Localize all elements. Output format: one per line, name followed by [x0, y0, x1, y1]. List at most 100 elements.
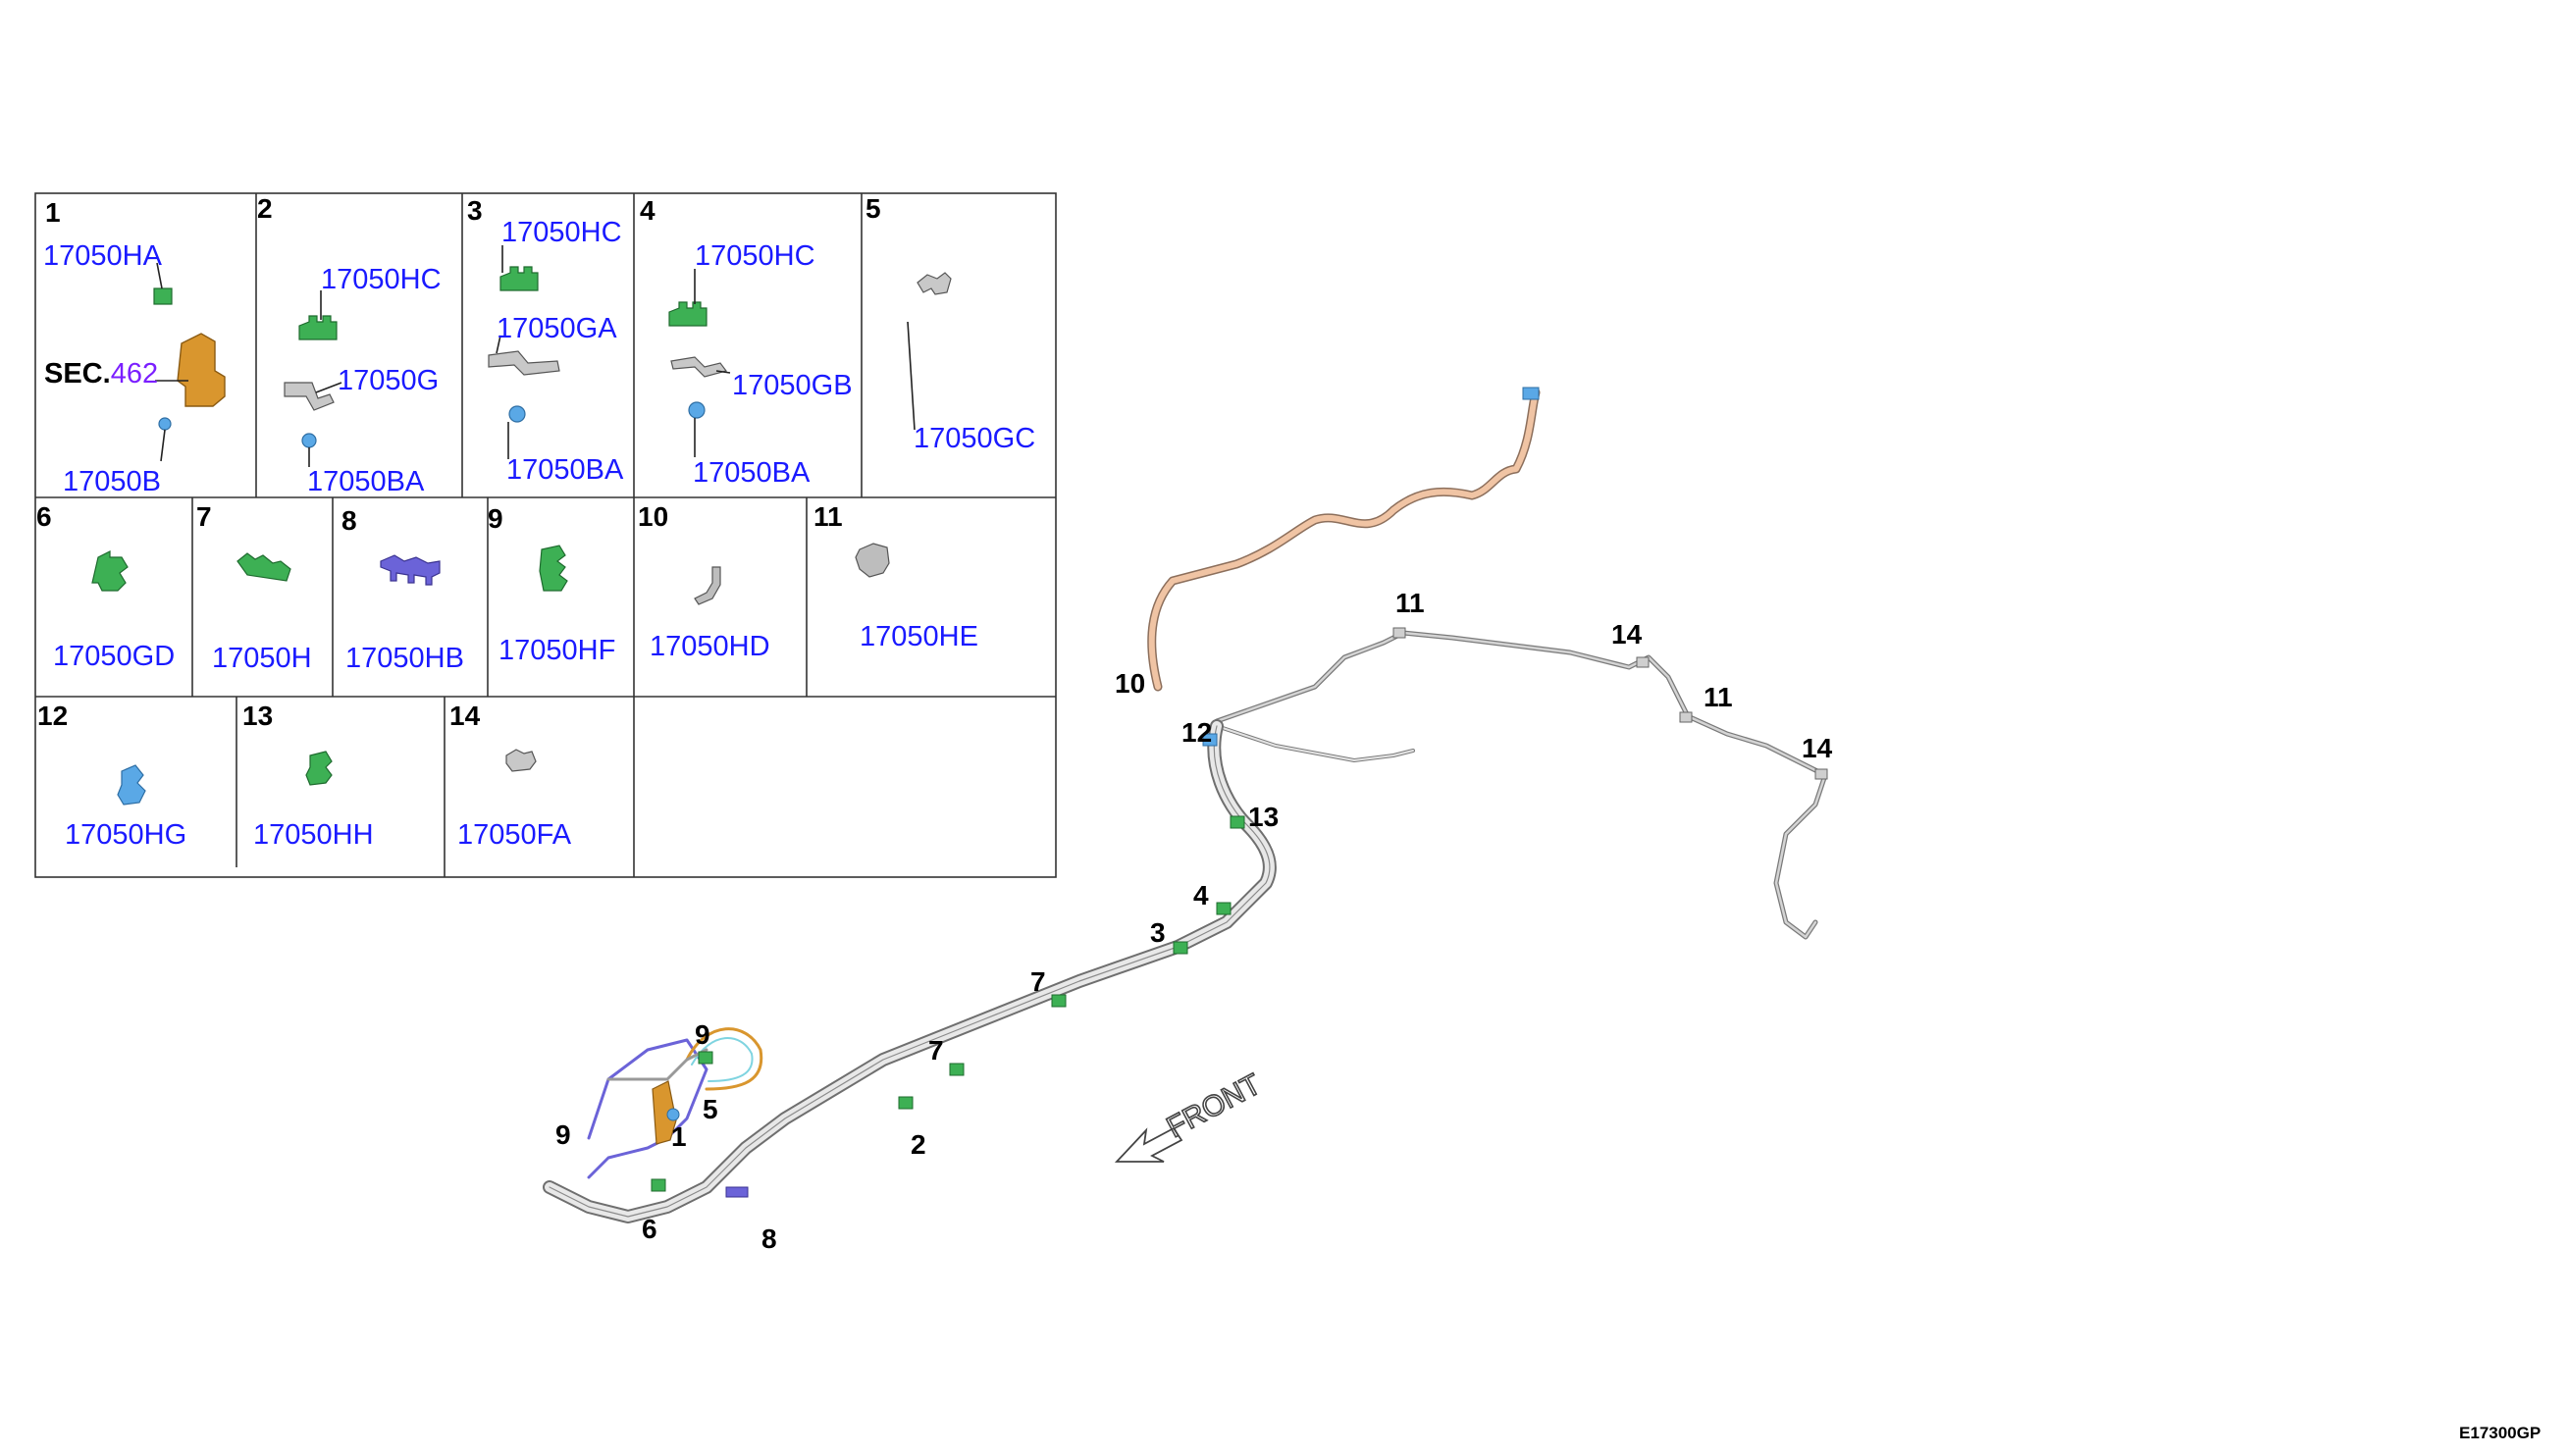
callout-number: 7: [1030, 966, 1046, 997]
assembly-callouts: 11 14 11 14 10 12 13 4 3 7 7 9 5 9 1 2 6…: [555, 588, 1833, 1254]
clip-grey-icon: [917, 272, 952, 295]
section-prefix: SEC.: [44, 358, 111, 390]
parts-table: [34, 192, 1057, 878]
cell-number: 6: [36, 501, 52, 532]
part-label: 17050GA: [497, 313, 617, 344]
clip-grey-icon: [1636, 656, 1650, 668]
part-label: 17050HF: [498, 635, 615, 666]
clip-green-icon: [668, 301, 708, 327]
callout-number: 14: [1802, 733, 1833, 763]
clip-grey-icon: [855, 543, 890, 578]
part-label: 17050BA: [693, 457, 811, 489]
cell-number: 12: [37, 701, 68, 731]
callout-number: 11: [1395, 588, 1425, 618]
cell-number: 1: [45, 197, 61, 228]
clip-green-icon: [1051, 994, 1067, 1008]
clip-purple-icon: [725, 1186, 749, 1198]
grommet-blue-icon: [666, 1108, 680, 1121]
cell-numbers: 1 2 3 4 5 6 7 8 9 10 11 12 13 14: [36, 193, 881, 731]
cell-number: 2: [257, 193, 273, 224]
leader-line: [315, 382, 342, 393]
clip-green-icon: [898, 1096, 914, 1110]
part-label: 17050HB: [345, 643, 464, 674]
callout-number: 2: [911, 1129, 926, 1160]
callout-number: 9: [555, 1119, 571, 1150]
part-label: 17050B: [63, 466, 161, 497]
clip-green-icon: [698, 1051, 713, 1065]
clip-blue-icon: [1202, 733, 1218, 747]
part-label: 17050FA: [457, 819, 572, 851]
clip-grey-icon: [505, 749, 537, 772]
part-label: 17050HA: [43, 240, 163, 272]
brake-pipe-front-purple: [587, 1038, 708, 1179]
clip-green-icon: [1216, 902, 1232, 915]
cell-number: 13: [242, 701, 273, 731]
part-label: 17050HC: [321, 264, 442, 295]
pipe-end-fitting: [1522, 387, 1540, 400]
cell-number: 9: [488, 503, 503, 534]
bracket-orange-icon: [652, 1080, 677, 1145]
part-label: 17050H: [212, 643, 312, 674]
pipe-segment-icon: [694, 566, 721, 605]
part-label: 17050HH: [253, 819, 374, 851]
part-label: 17050BA: [506, 454, 624, 486]
brake-pipe-branch: [1215, 724, 1415, 762]
callout-number: 12: [1181, 717, 1212, 748]
clip-green-icon: [236, 552, 291, 582]
grommet-blue-icon: [158, 417, 172, 431]
cell-3-parts: 17050HC 17050GA 17050BA: [488, 217, 624, 486]
brake-pipe-front-cyan: [691, 1037, 754, 1082]
cell-number: 7: [196, 501, 212, 532]
bracket-orange-icon: [177, 333, 226, 407]
brake-pipe-front-grey: [606, 1048, 708, 1081]
part-label: 17050HG: [65, 819, 186, 851]
callout-number: 7: [928, 1035, 944, 1066]
part-label: 17050GC: [914, 423, 1035, 454]
callout-number: 1: [671, 1121, 687, 1152]
cell-number: 4: [640, 195, 656, 226]
cell-number: 11: [813, 501, 843, 532]
grommet-blue-icon: [688, 401, 706, 419]
brake-pipe-branch-fill: [1216, 725, 1414, 761]
brake-pipe-bundle-center: [549, 725, 1271, 1218]
leader-line: [156, 262, 163, 289]
pipe-assembly: [543, 387, 1828, 1223]
brake-pipe-upper-fill: [1148, 390, 1539, 690]
cell-number: 10: [638, 501, 668, 532]
bracket-grey-icon: [488, 350, 560, 376]
brake-pipe-rear-fill: [1215, 631, 1827, 939]
part-label: 17050HC: [695, 240, 815, 272]
cell-number: 5: [865, 193, 881, 224]
clip-green-icon: [153, 287, 173, 305]
clip-purple-icon: [380, 554, 441, 586]
leader-line: [715, 370, 731, 374]
callout-number: 3: [1150, 917, 1166, 948]
clip-green-icon: [499, 266, 539, 291]
part-label: 17050HE: [860, 621, 978, 652]
row-2-parts: 17050GD 17050H 17050HB 17050HF 17050HD 1…: [53, 543, 978, 674]
grommet-blue-icon: [301, 433, 317, 448]
leader-line: [160, 429, 166, 462]
cell-number: 8: [341, 505, 357, 536]
cell-number: 14: [449, 701, 481, 731]
front-direction-indicator: FRONT: [1114, 1067, 1267, 1163]
clip-grey-icon: [1679, 711, 1693, 723]
callout-number: 14: [1611, 619, 1643, 650]
cell-4-parts: 17050HC 17050GB 17050BA: [668, 240, 853, 489]
cell-5-parts: 17050GC: [907, 272, 1035, 454]
bracket-grey-icon: [284, 382, 335, 411]
part-label: 17050G: [338, 365, 439, 396]
clip-blue-icon: [117, 764, 146, 806]
front-arrow-icon: [1114, 1126, 1183, 1163]
callout-number: 5: [703, 1094, 718, 1124]
callout-number: 13: [1248, 802, 1279, 832]
front-label: FRONT: [1162, 1068, 1267, 1145]
diagram-code: E17300GP: [2459, 1424, 2541, 1442]
callout-number: 6: [642, 1214, 657, 1244]
table-border: [34, 192, 1057, 878]
cell-2-parts: 17050HC 17050G 17050BA: [284, 264, 442, 497]
clip-green-icon: [539, 545, 568, 592]
clip-grey-icon: [1392, 627, 1406, 639]
leader-line: [496, 335, 501, 354]
